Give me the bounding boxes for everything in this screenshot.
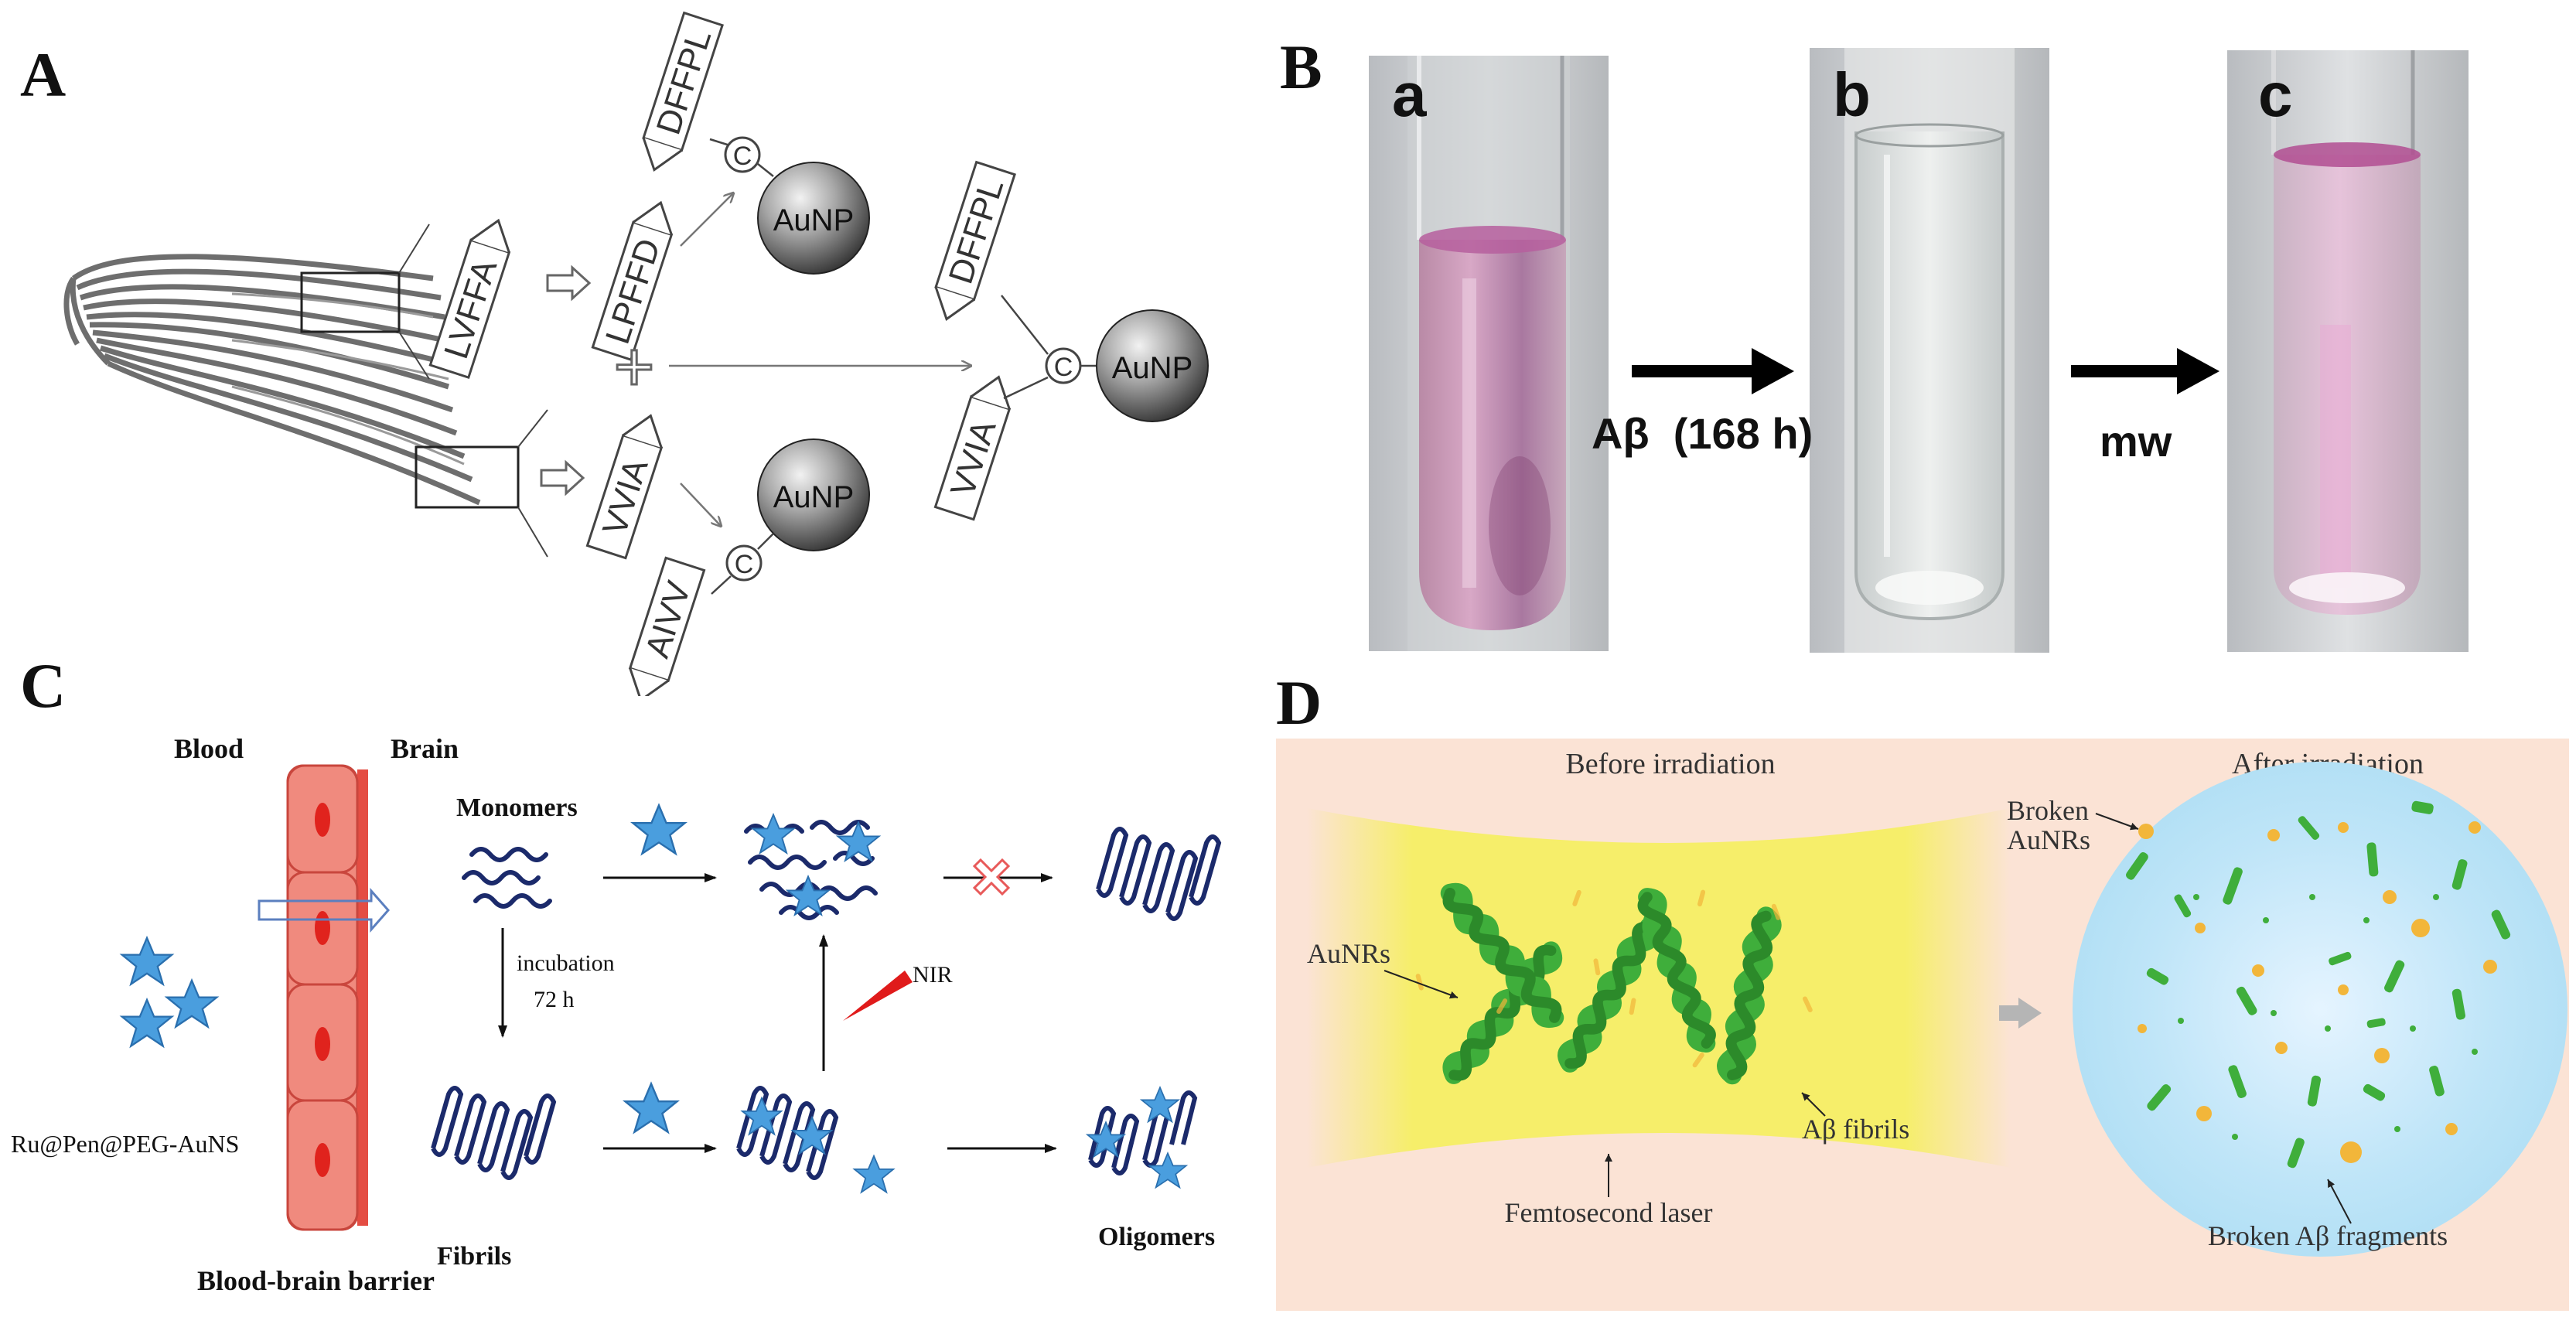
label-broken-aunrs-2: AuNRs xyxy=(2007,824,2090,855)
label-fibrils: Fibrils xyxy=(437,1242,511,1271)
aunp-top xyxy=(757,162,870,275)
label-before-irradiation: Before irradiation xyxy=(1565,748,1775,780)
arrow-abeta xyxy=(1632,348,1794,394)
label-blood: Blood xyxy=(174,733,244,764)
after-circle xyxy=(2073,762,2567,1257)
transition-arrow xyxy=(1999,998,2042,1029)
label-broken-aunrs-1: Broken xyxy=(2007,795,2089,826)
blood-brain-barrier xyxy=(286,764,368,1231)
aunp-top-label: AuNP xyxy=(773,203,855,237)
label-agent: Ru@Pen@PEG-AuNS xyxy=(11,1130,239,1158)
linker-c-right-label: C xyxy=(1054,353,1073,382)
panel-letter-c: C xyxy=(20,650,67,721)
arrow-mw-label: mw xyxy=(2100,417,2172,466)
label-incubation: incubation xyxy=(517,950,615,976)
panel-letter-d: D xyxy=(1276,667,1322,738)
tube-label-c: c xyxy=(2258,60,2293,129)
photo-tube-b xyxy=(1810,48,2049,653)
label-abeta-fibrils: Aβ fibrils xyxy=(1802,1114,1909,1145)
panel-a-diagram: LVFFA LPFFD DFFPL C AuNP + DFFPL VVIA C … xyxy=(63,11,1209,696)
amyloid-fibril-ribbon xyxy=(63,254,481,506)
blocked-x-icon xyxy=(972,858,1011,896)
selection-box-bottom xyxy=(415,445,520,509)
panel-c-diagram: Blood Brain Ru@Pen@PEG-AuNS Monomers xyxy=(11,733,1222,1296)
panel-letter-b: B xyxy=(1280,32,1322,102)
linker-c-bottom-label: C xyxy=(735,550,754,579)
label-femtosecond-laser: Femtosecond laser xyxy=(1505,1197,1713,1228)
panel-b-photos: a b c Aβ (168 h) mw xyxy=(1369,48,2469,653)
label-incubation-time: 72 h xyxy=(534,987,575,1012)
aunp-right-label: AuNP xyxy=(1112,351,1193,385)
aunp-bottom xyxy=(757,438,870,551)
label-monomers: Monomers xyxy=(456,793,578,822)
selection-box-top xyxy=(300,271,401,333)
peptide-dffpl-right: DFFPL xyxy=(942,174,1012,288)
photo-tube-a xyxy=(1369,56,1609,651)
panel-letter-a: A xyxy=(20,39,67,110)
aunp-bottom-label: AuNP xyxy=(773,480,855,514)
panel-d-diagram: Before irradiation After irradiation AuN… xyxy=(1276,739,2569,1311)
label-bbb: Blood-brain barrier xyxy=(197,1265,435,1296)
broken-fragments xyxy=(2126,800,2511,1169)
label-nir: NIR xyxy=(913,962,953,988)
label-aunrs: AuNRs xyxy=(1307,938,1390,969)
tube-label-b: b xyxy=(1833,60,1871,129)
arrow-abeta-label: Aβ (168 h) xyxy=(1592,409,1813,458)
broken-aunrs-dots xyxy=(2138,821,2497,1163)
peptide-dffpl-top: DFFPL xyxy=(650,25,719,139)
photo-tube-c xyxy=(2227,50,2469,652)
label-oligomers: Oligomers xyxy=(1098,1223,1215,1251)
linker-c-top-label: C xyxy=(733,142,752,171)
label-broken-fragments: Broken Aβ fragments xyxy=(2208,1220,2448,1251)
linker-c-top xyxy=(724,136,761,173)
laser-beam xyxy=(1307,808,2011,1168)
monomers-squiggles xyxy=(462,847,552,909)
nir-laser-icon xyxy=(843,971,913,1021)
label-brain: Brain xyxy=(391,733,459,764)
linker-c-bottom xyxy=(725,544,763,582)
arrow-mw xyxy=(2071,348,2219,394)
tube-label-a: a xyxy=(1392,60,1427,129)
plus-sign: + xyxy=(614,329,655,406)
peptide-lvffa: LVFFA xyxy=(437,254,504,363)
aunp-right xyxy=(1096,309,1209,422)
